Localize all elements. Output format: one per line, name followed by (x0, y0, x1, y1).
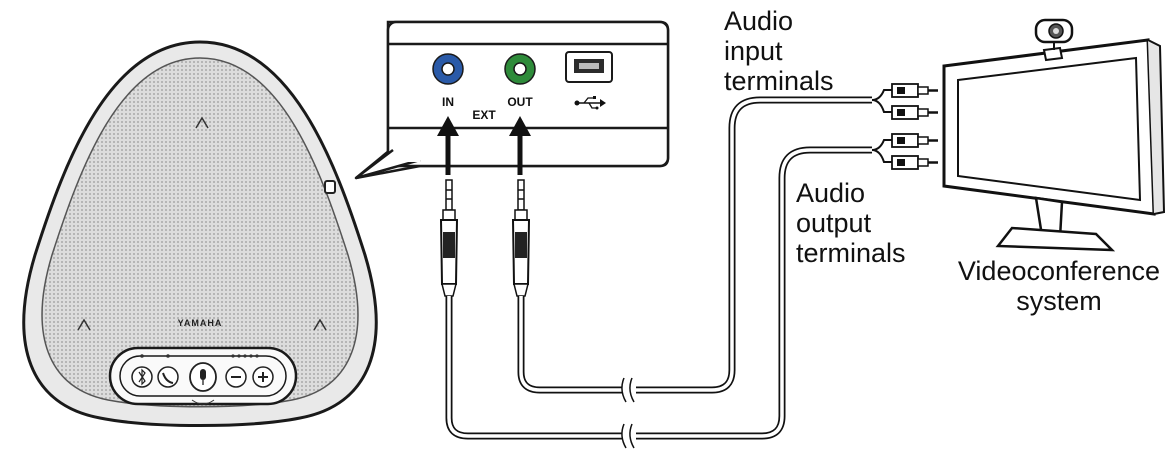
plug-in-arrow (437, 116, 459, 175)
phone-icon (162, 372, 174, 384)
svg-text:terminals: terminals (796, 238, 906, 268)
svg-text:output: output (796, 208, 872, 238)
cable-out-to-input (517, 96, 872, 394)
svg-text:input: input (724, 36, 783, 66)
brand-logo: YAMAHA (178, 318, 223, 328)
audio-out-port (504, 53, 536, 85)
volume-down-button[interactable] (225, 366, 247, 388)
rca-input-plugs (871, 83, 938, 120)
volume-up-button[interactable] (252, 366, 274, 388)
mic-mark-top (195, 116, 209, 129)
bluetooth-icon (138, 368, 146, 386)
port-ext-label: EXT (472, 108, 496, 122)
cable-break-marks (621, 377, 636, 449)
audio-output-terminals-label: Audio output terminals (796, 178, 906, 268)
usb-port (565, 51, 613, 83)
port-panel-callout: IN EXT OUT (354, 20, 670, 180)
speaker-grille (41, 57, 359, 408)
svg-text:system: system (1016, 286, 1102, 316)
audio-in-plug (439, 179, 459, 297)
mic-mark-left (77, 318, 91, 331)
videoconference-system-label: Videoconference system (958, 256, 1160, 316)
port-out-label: OUT (507, 95, 533, 109)
bluetooth-button[interactable] (131, 366, 153, 388)
plus-icon (258, 372, 268, 382)
status-indicator (324, 180, 336, 194)
audio-input-terminals-label: Audio input terminals (724, 6, 834, 96)
webcam (1034, 18, 1074, 62)
svg-text:terminals: terminals (724, 66, 834, 96)
svg-text:Audio: Audio (724, 6, 793, 36)
videoconference-display (942, 18, 1166, 252)
usb-icon (574, 96, 606, 110)
port-in-label: IN (442, 95, 454, 109)
audio-in-port (432, 53, 464, 85)
plug-out-arrow (509, 116, 531, 175)
speakerphone: YAMAHA (22, 40, 378, 427)
mute-button[interactable] (189, 362, 217, 392)
rca-output-plugs (871, 133, 938, 170)
mic-mark-right (313, 318, 327, 331)
svg-text:Audio: Audio (796, 178, 865, 208)
audio-out-plug (511, 179, 531, 297)
microphone-icon (200, 369, 206, 380)
cable-in-to-output (445, 146, 872, 440)
svg-text:Videoconference: Videoconference (958, 256, 1160, 286)
call-button[interactable] (157, 366, 179, 388)
